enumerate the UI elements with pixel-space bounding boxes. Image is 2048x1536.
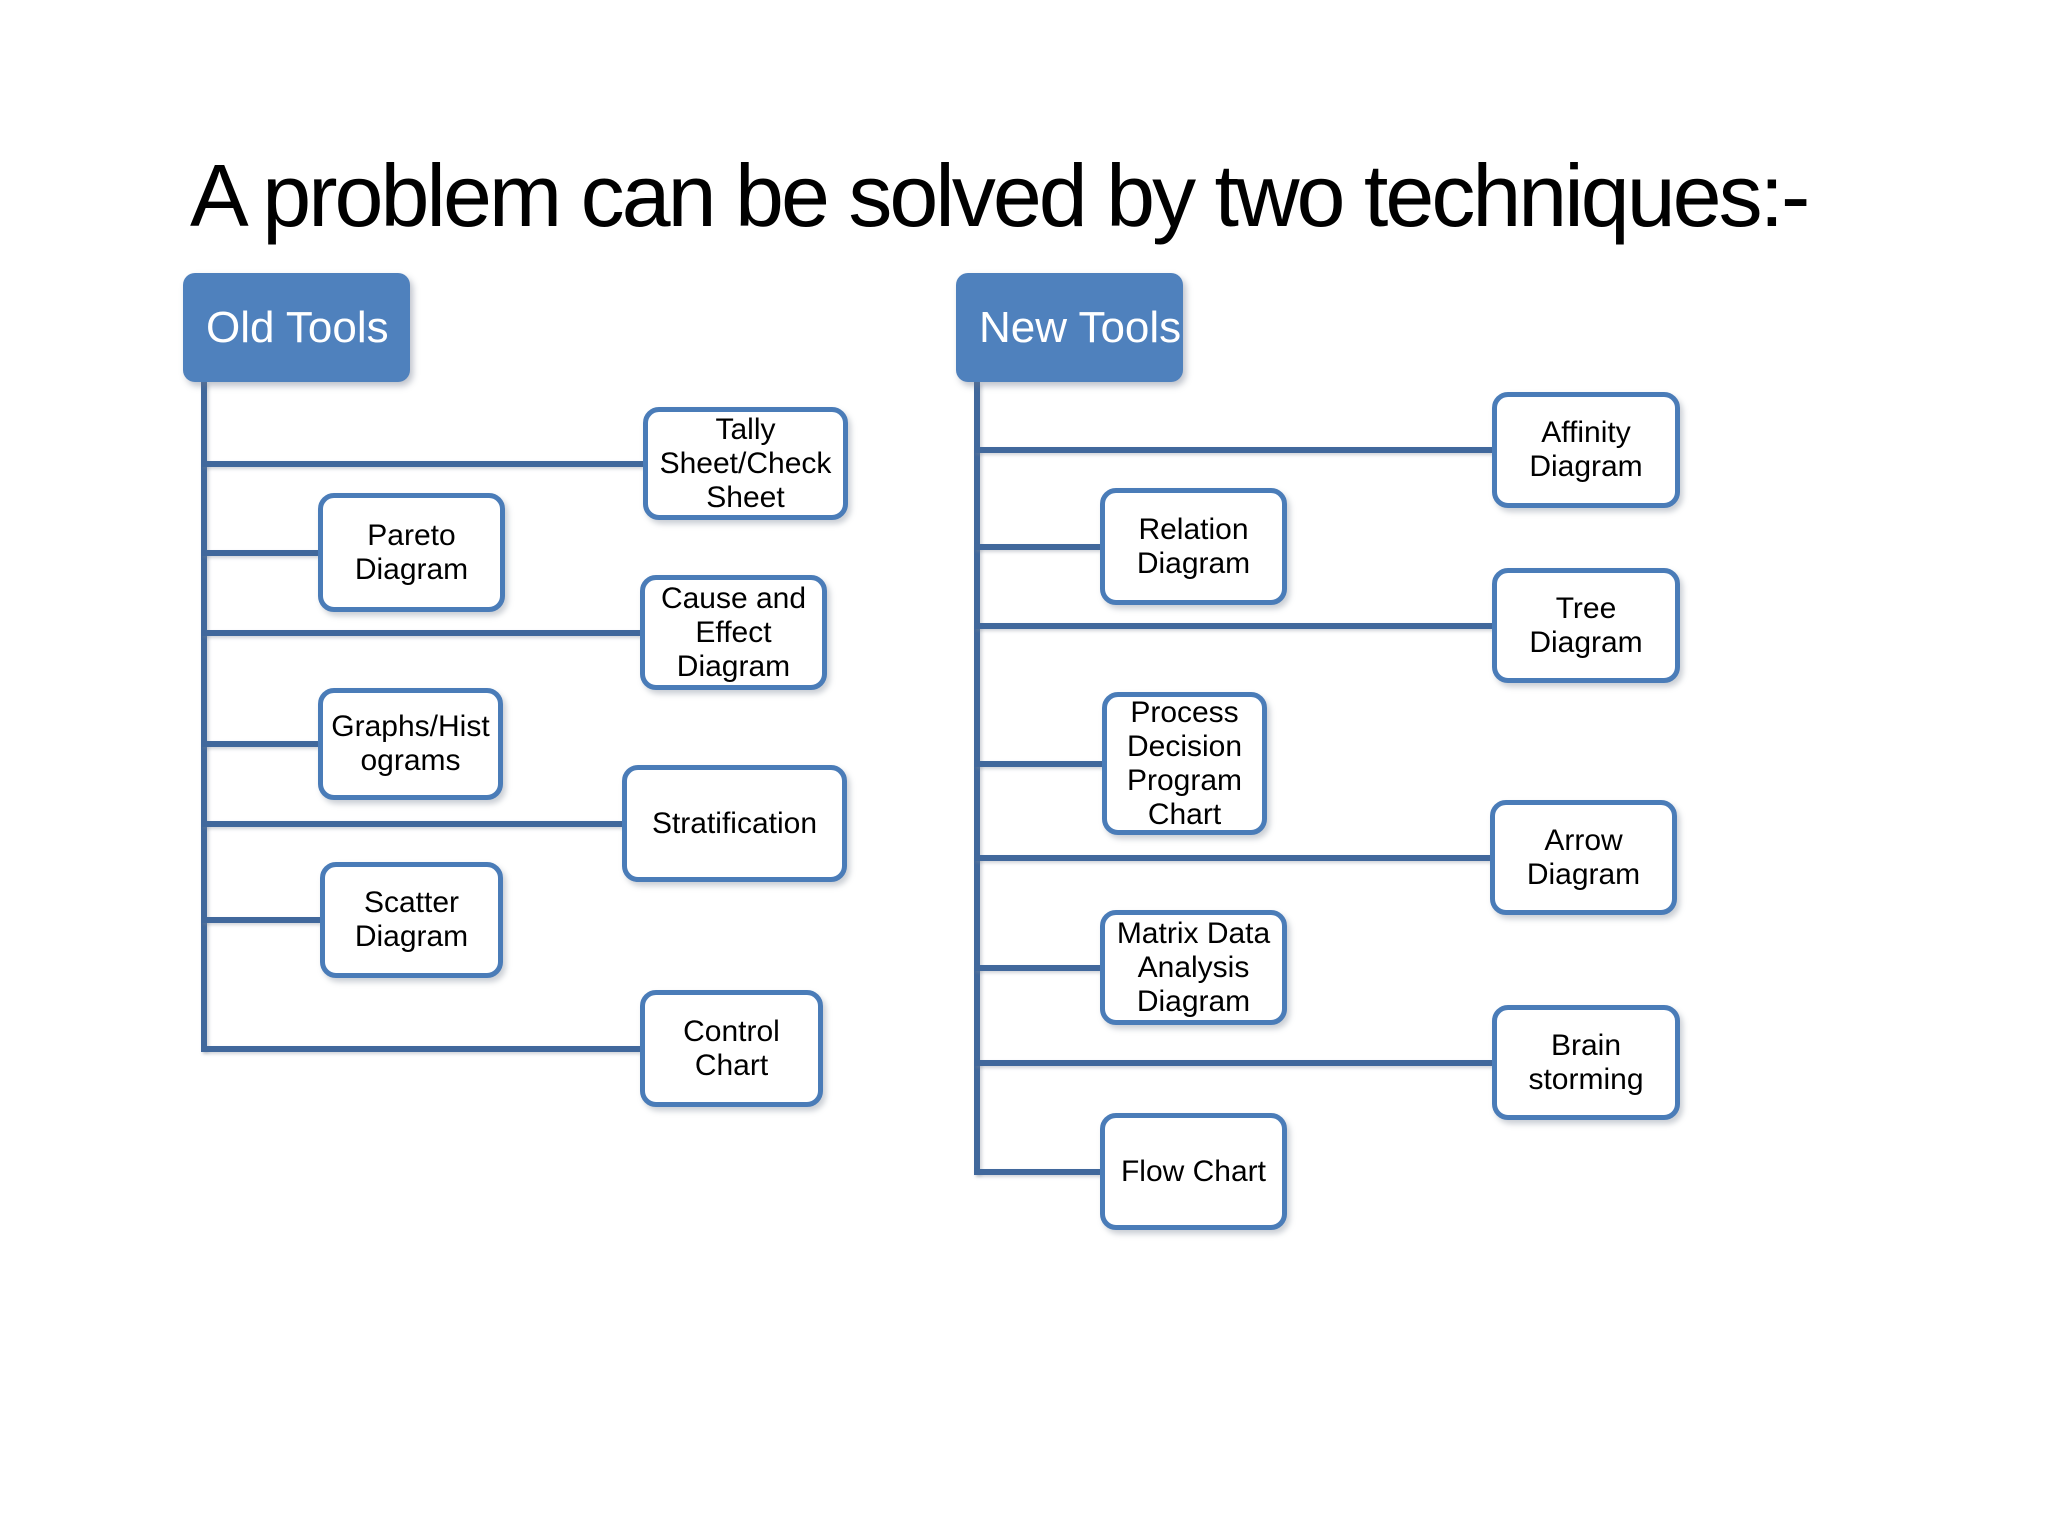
node-tally-sheet-check-sheet: Tally Sheet/Check Sheet bbox=[643, 407, 848, 520]
branch-line-process-decision-program-chart bbox=[974, 761, 1102, 767]
branch-line-graphs-histograms bbox=[201, 741, 318, 747]
node-label: Cause and Effect Diagram bbox=[660, 581, 807, 683]
branch-line-tally-sheet-check-sheet bbox=[201, 461, 643, 467]
node-label: Graphs/Hist ograms bbox=[331, 710, 490, 777]
node-label: Flow Chart bbox=[1120, 1154, 1267, 1188]
node-label: Control Chart bbox=[683, 1014, 780, 1082]
node-label: Pareto Diagram bbox=[354, 518, 469, 586]
node-affinity-diagram: Affinity Diagram bbox=[1492, 392, 1680, 508]
branch-line-matrix-data-analysis-diagram bbox=[974, 965, 1100, 971]
new-tools-trunk-line bbox=[974, 382, 980, 1174]
node-tree-diagram: Tree Diagram bbox=[1492, 568, 1680, 683]
branch-line-brain-storming bbox=[974, 1060, 1492, 1066]
branch-line-arrow-diagram bbox=[974, 855, 1490, 861]
branch-line-control-chart bbox=[201, 1046, 640, 1052]
node-flow-chart: Flow Chart bbox=[1100, 1113, 1287, 1230]
node-arrow-diagram: Arrow Diagram bbox=[1490, 800, 1677, 915]
node-brain-storming: Brain storming bbox=[1492, 1005, 1680, 1120]
node-scatter-diagram: Scatter Diagram bbox=[320, 862, 503, 978]
node-label: Brain storming bbox=[1528, 1028, 1644, 1096]
branch-line-stratification bbox=[201, 821, 622, 827]
branch-line-pareto-diagram bbox=[201, 550, 318, 556]
node-cause-and-effect-diagram: Cause and Effect Diagram bbox=[640, 575, 827, 690]
old-tools-header: Old Tools bbox=[183, 273, 410, 382]
branch-line-affinity-diagram bbox=[974, 447, 1492, 453]
branch-line-relation-diagram bbox=[974, 544, 1100, 550]
branch-line-flow-chart bbox=[974, 1169, 1100, 1175]
node-label: Scatter Diagram bbox=[354, 886, 469, 953]
node-label: Affinity Diagram bbox=[1529, 416, 1643, 483]
node-pareto-diagram: Pareto Diagram bbox=[318, 493, 505, 612]
node-label: Stratification bbox=[651, 806, 818, 840]
node-process-decision-program-chart: Process Decision Program Chart bbox=[1102, 692, 1267, 835]
node-label: Process Decision Program Chart bbox=[1126, 695, 1243, 831]
slide-title: A problem can be solved by two technique… bbox=[190, 146, 1810, 245]
node-control-chart: Control Chart bbox=[640, 990, 823, 1107]
branch-line-scatter-diagram bbox=[201, 917, 320, 923]
branch-line-tree-diagram bbox=[974, 623, 1492, 629]
node-stratification: Stratification bbox=[622, 765, 847, 882]
node-label: Tree Diagram bbox=[1529, 591, 1643, 659]
node-label: Arrow Diagram bbox=[1526, 823, 1641, 891]
branch-line-cause-and-effect-diagram bbox=[201, 630, 640, 636]
node-relation-diagram: Relation Diagram bbox=[1100, 488, 1287, 605]
node-graphs-histograms: Graphs/Hist ograms bbox=[318, 688, 503, 800]
old-tools-trunk-line bbox=[201, 382, 207, 1051]
node-label: Tally Sheet/Check Sheet bbox=[659, 412, 832, 514]
node-label: Matrix Data Analysis Diagram bbox=[1116, 916, 1271, 1018]
new-tools-header: New Tools bbox=[956, 273, 1183, 382]
node-matrix-data-analysis-diagram: Matrix Data Analysis Diagram bbox=[1100, 910, 1287, 1025]
node-label: Relation Diagram bbox=[1136, 512, 1251, 580]
